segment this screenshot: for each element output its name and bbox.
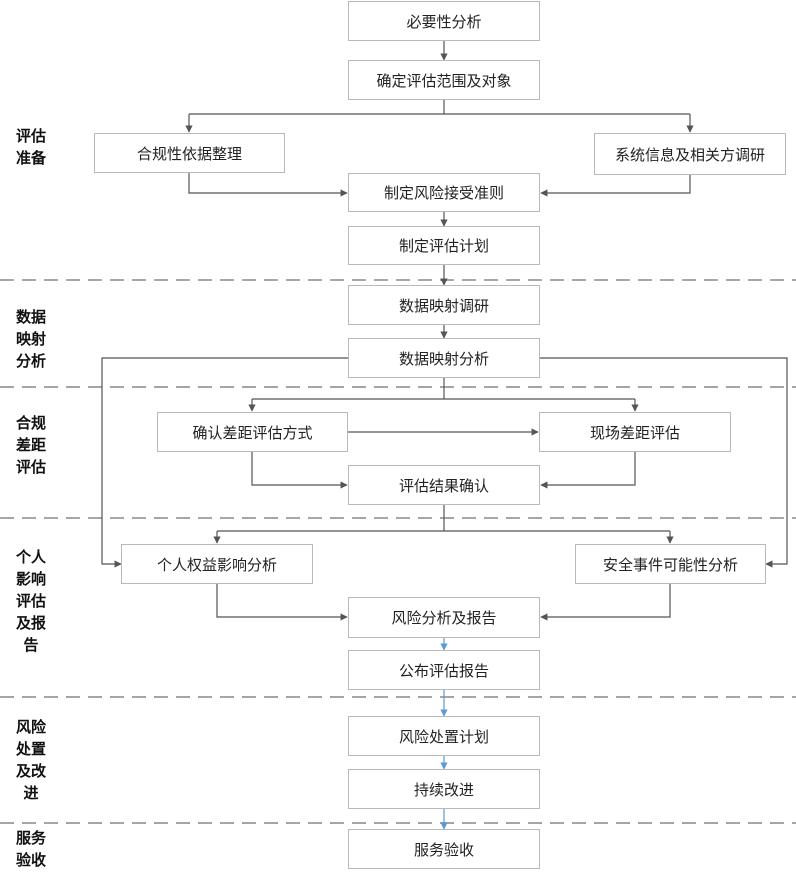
stage-label-line: 评估: [15, 592, 46, 610]
node-compliance-basis: 合规性依据整理: [94, 133, 285, 173]
stage-label-mapping: 数据映射分析: [8, 306, 54, 372]
node-security-event: 安全事件可能性分析: [575, 544, 766, 584]
stage-label-line: 映射: [15, 330, 46, 348]
stage-label-line: 评估: [15, 458, 46, 476]
stage-label-line: 进: [23, 784, 39, 802]
stage-label-line: 个人: [15, 548, 46, 566]
stage-label-line: 及改: [15, 762, 46, 780]
node-data-mapping-analysis: 数据映射分析: [348, 338, 540, 378]
node-data-mapping-survey: 数据映射调研: [348, 285, 540, 325]
node-acceptance: 服务验收: [348, 829, 540, 869]
node-result-confirm: 评估结果确认: [348, 465, 540, 505]
arrow-security-report: [540, 584, 671, 621]
node-treatment-plan: 风险处置计划: [348, 716, 540, 756]
stage-label-line: 服务: [15, 829, 46, 847]
stage-label-impact: 个人影响评估及报告: [8, 546, 54, 656]
node-necessity-analysis: 必要性分析: [348, 1, 540, 41]
stage-label-line: 告: [23, 636, 39, 654]
node-system-survey: 系统信息及相关方调研: [594, 133, 786, 175]
node-improvement: 持续改进: [348, 769, 540, 809]
stage-label-service: 服务验收: [8, 827, 54, 871]
stage-label-line: 分析: [15, 352, 46, 370]
stage-label-line: 数据: [15, 308, 46, 326]
arrow-compliance-criteria: [188, 173, 348, 197]
stage-label-risk: 风险处置及改进: [8, 716, 54, 804]
arrow-rights-report: [216, 584, 348, 621]
node-personal-rights: 个人权益影响分析: [121, 544, 313, 584]
arrow-onsite-result: [540, 452, 636, 489]
stage-label-line: 影响: [15, 570, 46, 588]
node-risk-criteria: 制定风险接受准则: [348, 173, 540, 212]
stage-label-line: 差距: [15, 436, 46, 454]
node-assessment-plan: 制定评估计划: [348, 226, 540, 265]
stage-dividers: [0, 279, 796, 824]
arrow-system-criteria: [540, 175, 691, 197]
node-onsite-gap: 现场差距评估: [539, 412, 731, 452]
stage-label-line: 处置: [15, 740, 46, 758]
stage-label-gap: 合规差距评估: [8, 412, 54, 478]
stage-label-line: 准备: [15, 149, 46, 167]
node-determine-scope: 确定评估范围及对象: [348, 60, 540, 100]
node-risk-report: 风险分析及报告: [348, 597, 540, 638]
node-publish-report: 公布评估报告: [348, 650, 540, 690]
stage-label-line: 评估: [15, 127, 46, 145]
stage-label-line: 验收: [15, 851, 46, 869]
stage-label-line: 风险: [15, 718, 46, 736]
arrow-analysis-security: [540, 357, 788, 568]
stage-label-line: 及报: [15, 614, 46, 632]
node-gap-method: 确认差距评估方式: [157, 412, 348, 452]
stage-label-prep: 评估准备: [8, 125, 54, 169]
stage-label-line: 合规: [15, 414, 46, 432]
arrow-method-result: [251, 452, 348, 489]
arrow-analysis-rights: [101, 357, 348, 568]
